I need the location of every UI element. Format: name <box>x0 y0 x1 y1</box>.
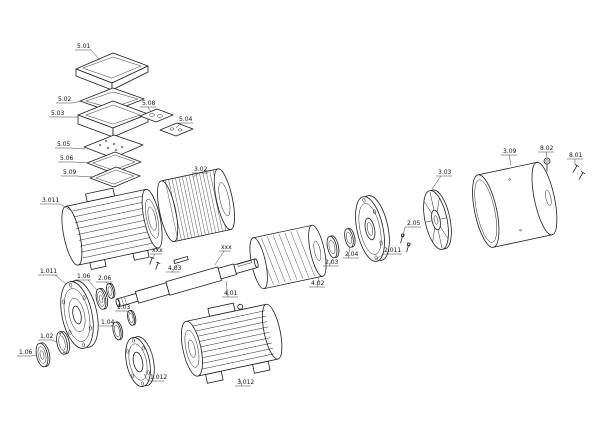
label-text: 3.011 <box>42 197 59 204</box>
label-text: 2.011 <box>384 247 401 254</box>
label-2-05: 2.05 <box>402 220 421 237</box>
part-labels: 5.01 5.02 5.03 5.08 5.04 5.05 5.06 5.09 <box>17 43 583 387</box>
gland-gasket <box>159 122 194 137</box>
rotor <box>249 224 327 290</box>
label-3-03: 3.03 <box>431 169 452 190</box>
label-1-02: 1.02 <box>38 333 58 343</box>
screw <box>155 261 161 270</box>
label-text: 2.04 <box>345 251 359 258</box>
label-text: 3.012 <box>237 379 254 386</box>
label-xxx-2: xxx <box>150 247 163 260</box>
board-gasket <box>86 151 142 174</box>
label-8-02: 8.02 <box>538 145 554 158</box>
bearing-cover <box>56 330 70 355</box>
label-xxx-1: xxx <box>214 244 232 266</box>
label-text: 1.04 <box>101 319 115 326</box>
bolt <box>406 242 411 253</box>
label-text: 2.03 <box>325 259 339 266</box>
label-text: 3.09 <box>503 148 517 155</box>
label-text: xxx <box>221 244 232 251</box>
label-5-04: 5.04 <box>175 116 193 129</box>
shaft <box>115 258 259 308</box>
label-text: 3.02 <box>194 166 208 173</box>
label-text: 5.06 <box>60 155 74 162</box>
label-5-08: 5.08 <box>140 100 156 113</box>
label-8-01: 8.01 <box>567 152 583 165</box>
label-3-09: 3.09 <box>501 148 517 166</box>
bearing-washer <box>326 235 340 259</box>
bearing-lower <box>35 342 51 368</box>
label-text: 5.03 <box>51 110 65 117</box>
label-text: 8.01 <box>569 152 583 159</box>
v-ring <box>106 282 116 299</box>
label-text: 3.03 <box>438 169 452 176</box>
label-text: 8.02 <box>540 145 554 152</box>
bearing-d-end <box>95 287 109 310</box>
label-1-012: 1.012 <box>143 373 167 382</box>
label-text: 4.01 <box>224 290 238 297</box>
label-text: 1.011 <box>40 268 57 275</box>
label-text: xxx <box>152 247 163 254</box>
gland-plate <box>139 108 174 123</box>
label-text: 1.012 <box>150 374 167 381</box>
label-text: 2.06 <box>98 275 112 282</box>
label-2-03: 2.03 <box>323 258 339 267</box>
label-1-06-lower: 1.06 <box>17 349 37 357</box>
label-3-012: 3.012 <box>235 377 254 387</box>
stator-housing-top <box>61 187 163 270</box>
label-2-011: 2.011 <box>375 247 402 260</box>
screw <box>149 256 155 265</box>
label-2-04: 2.04 <box>343 246 359 259</box>
terminal-board <box>83 134 144 159</box>
box-base-gasket <box>89 166 141 188</box>
label-1-04: 1.04 <box>99 319 115 327</box>
bolt <box>400 233 405 244</box>
spring-washer <box>112 321 124 341</box>
end-shield-n <box>355 195 390 262</box>
eyebolt <box>543 157 551 172</box>
label-4-03: 4.03 <box>166 263 182 273</box>
label-5-09: 5.09 <box>61 169 93 178</box>
label-text: 5.09 <box>63 169 77 176</box>
stator-housing-bottom <box>180 302 283 384</box>
label-5-02: 5.02 <box>56 96 83 104</box>
stator-core <box>157 168 235 243</box>
fan <box>423 189 452 250</box>
label-2-06: 2.06 <box>96 275 112 286</box>
label-text: 5.02 <box>58 96 72 103</box>
label-4-01: 4.01 <box>222 280 238 298</box>
label-text: 5.05 <box>57 141 71 148</box>
label-text: 1.06 <box>77 273 91 280</box>
label-text: 5.08 <box>142 100 156 107</box>
label-text: 1.02 <box>40 333 54 340</box>
label-3-02: 3.02 <box>192 166 208 178</box>
label-5-05: 5.05 <box>55 141 86 150</box>
label-3-011: 3.011 <box>40 197 71 211</box>
fan-cowl <box>472 161 561 248</box>
flange-end-shield <box>60 280 99 349</box>
shaft-key <box>173 256 189 264</box>
label-5-06: 5.06 <box>58 155 90 164</box>
label-text: 2.05 <box>407 220 421 227</box>
screw <box>578 171 586 180</box>
label-text: 1.03 <box>117 304 131 311</box>
label-text: 5.04 <box>179 116 193 123</box>
terminal-box-cover <box>75 52 149 91</box>
label-text: 5.01 <box>77 43 91 50</box>
label-1-03: 1.03 <box>115 304 131 314</box>
screw <box>572 164 580 173</box>
label-text: 1.06 <box>19 349 33 356</box>
label-5-03: 5.03 <box>49 110 78 118</box>
label-5-01: 5.01 <box>75 43 101 61</box>
label-4-02: 4.02 <box>309 277 325 288</box>
retaining-ring <box>127 309 137 326</box>
label-1-06-upper: 1.06 <box>75 273 98 291</box>
circlip <box>344 227 356 248</box>
label-1-011: 1.011 <box>38 268 67 285</box>
terminal-box <box>77 100 149 138</box>
